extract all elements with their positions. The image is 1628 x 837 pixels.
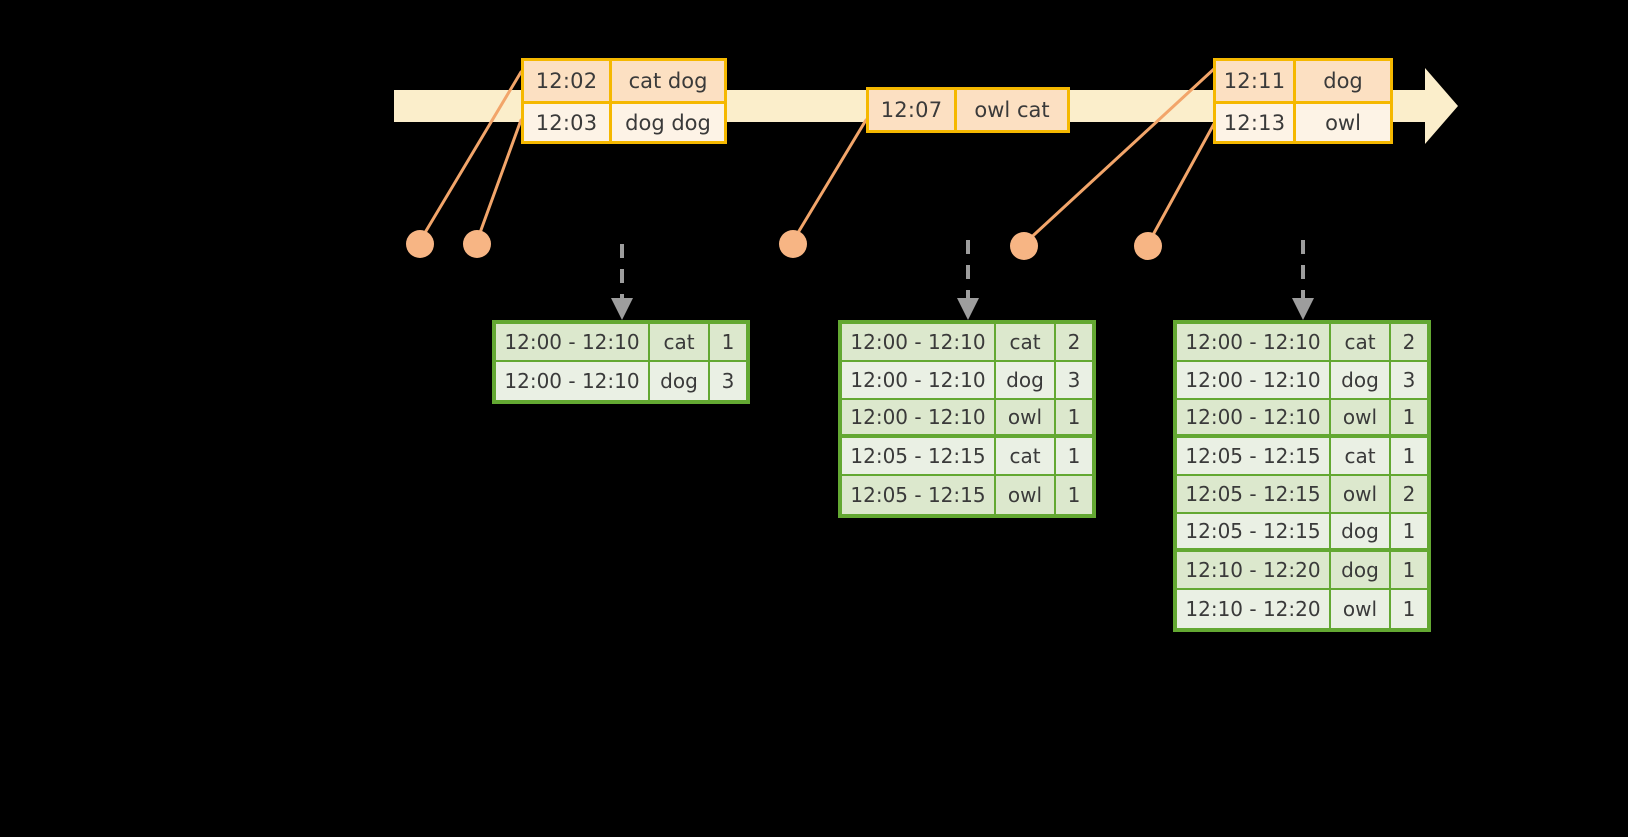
cell-word: cat <box>1331 438 1391 476</box>
cell-word: owl <box>1331 590 1391 628</box>
cell-word: dog <box>1331 552 1391 590</box>
dot-event-1207 <box>779 230 807 258</box>
event-words: cat dog <box>612 61 724 101</box>
cell-word: owl <box>1331 476 1391 514</box>
cell-word: cat <box>996 324 1056 362</box>
dot-event-1203 <box>463 230 491 258</box>
cell-window: 12:00 - 12:10 <box>842 362 996 400</box>
cell-window: 12:00 - 12:10 <box>1177 324 1331 362</box>
event-time: 12:03 <box>524 104 612 141</box>
arrow-to-table-1 <box>611 244 633 320</box>
cell-word: cat <box>996 438 1056 476</box>
cell-count: 1 <box>710 324 746 362</box>
table-indicator-arrows <box>611 240 1314 320</box>
cell-word: owl <box>996 400 1056 438</box>
cell-window: 12:00 - 12:10 <box>1177 400 1331 438</box>
event-source-dots <box>406 230 1162 260</box>
event-row[interactable]: 12:11 dog <box>1216 61 1390 101</box>
dot-event-1211 <box>1010 232 1038 260</box>
event-time: 12:11 <box>1216 61 1296 101</box>
event-row[interactable]: 12:13 owl <box>1216 101 1390 141</box>
cell-count: 1 <box>1391 400 1427 438</box>
cell-word: owl <box>1331 400 1391 438</box>
cell-count: 1 <box>1056 438 1092 476</box>
cell-count: 3 <box>1056 362 1092 400</box>
cell-window: 12:05 - 12:15 <box>1177 514 1331 552</box>
event-time: 12:02 <box>524 61 612 101</box>
cell-count: 3 <box>1391 362 1427 400</box>
event-row[interactable]: 12:02 cat dog <box>524 61 724 101</box>
cell-window: 12:00 - 12:10 <box>496 362 650 400</box>
cell-count: 3 <box>710 362 746 400</box>
cell-count: 1 <box>1391 514 1427 552</box>
cell-count: 2 <box>1391 324 1427 362</box>
dot-event-1202 <box>406 230 434 258</box>
cell-window: 12:00 - 12:10 <box>1177 362 1331 400</box>
cell-word: dog <box>650 362 710 400</box>
cell-window: 12:00 - 12:10 <box>496 324 650 362</box>
arrow-to-table-3 <box>1292 240 1314 320</box>
cell-window: 12:05 - 12:15 <box>1177 476 1331 514</box>
cell-window: 12:05 - 12:15 <box>1177 438 1331 476</box>
cell-word: dog <box>1331 514 1391 552</box>
cell-word: dog <box>1331 362 1391 400</box>
cell-window: 12:05 - 12:15 <box>842 476 996 514</box>
event-words: dog dog <box>612 104 724 141</box>
event-group-1[interactable]: 12:02 cat dog 12:03 dog dog <box>521 58 727 144</box>
event-time: 12:07 <box>869 90 957 130</box>
cell-window: 12:00 - 12:10 <box>842 324 996 362</box>
event-group-2[interactable]: 12:07 owl cat <box>866 87 1070 133</box>
cell-window: 12:05 - 12:15 <box>842 438 996 476</box>
cell-count: 2 <box>1056 324 1092 362</box>
event-row[interactable]: 12:03 dog dog <box>524 101 724 141</box>
cell-count: 1 <box>1391 552 1427 590</box>
cell-count: 1 <box>1391 438 1427 476</box>
cell-count: 1 <box>1056 400 1092 438</box>
event-row[interactable]: 12:07 owl cat <box>869 90 1067 130</box>
cell-count: 2 <box>1391 476 1427 514</box>
dot-event-1213 <box>1134 232 1162 260</box>
event-words: owl <box>1296 104 1390 141</box>
event-words: owl cat <box>957 90 1067 130</box>
cell-window: 12:00 - 12:10 <box>842 400 996 438</box>
cell-word: owl <box>996 476 1056 514</box>
cell-count: 1 <box>1056 476 1092 514</box>
cell-word: cat <box>650 324 710 362</box>
cell-count: 1 <box>1391 590 1427 628</box>
event-words: dog <box>1296 61 1390 101</box>
arrow-to-table-2 <box>957 240 979 320</box>
event-group-3[interactable]: 12:11 dog 12:13 owl <box>1213 58 1393 144</box>
event-time: 12:13 <box>1216 104 1296 141</box>
cell-word: dog <box>996 362 1056 400</box>
cell-window: 12:10 - 12:20 <box>1177 590 1331 628</box>
cell-word: cat <box>1331 324 1391 362</box>
cell-window: 12:10 - 12:20 <box>1177 552 1331 590</box>
